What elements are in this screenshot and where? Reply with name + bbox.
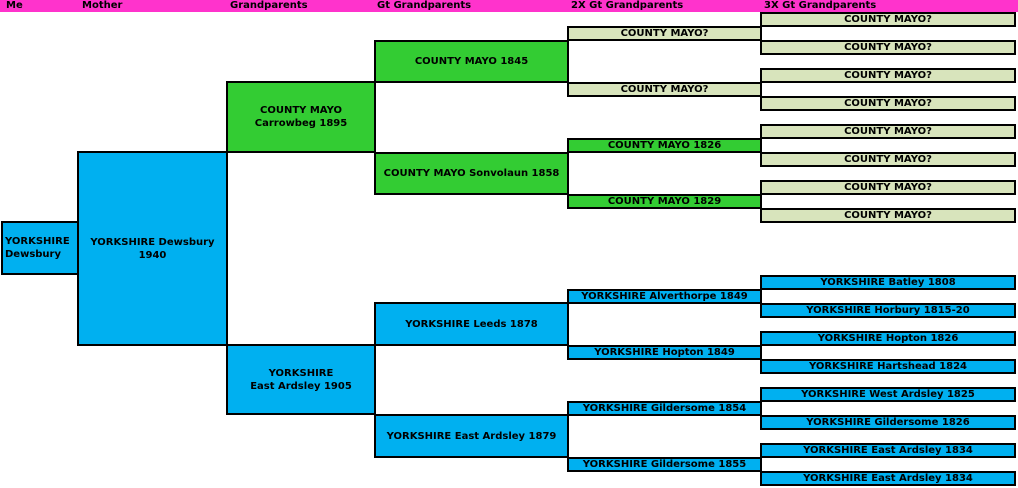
- gt2-grandparent-box: COUNTY MAYO?: [567, 82, 762, 97]
- gt2-grandparent-label: YORKSHIRE Gildersome 1854: [582, 403, 747, 414]
- gt3-grandparent-label: COUNTY MAYO?: [844, 70, 932, 81]
- gt2-grandparent-label: COUNTY MAYO?: [620, 84, 709, 95]
- gt3-grandparent-box: YORKSHIRE West Ardsley 1825: [760, 387, 1016, 402]
- gt3-grandparent-box: YORKSHIRE Hartshead 1824: [760, 359, 1016, 374]
- gt3-grandparent-label: YORKSHIRE East Ardsley 1834: [803, 473, 973, 484]
- gt2-grandparent-label: COUNTY MAYO 1826: [607, 140, 722, 151]
- gt3-grandparent-box: YORKSHIRE East Ardsley 1834: [760, 471, 1016, 486]
- gt3-grandparent-label: YORKSHIRE East Ardsley 1834: [803, 445, 973, 456]
- gt2-grandparent-label: YORKSHIRE Hopton 1849: [594, 347, 735, 358]
- gt3-grandparent-label: YORKSHIRE Hartshead 1824: [808, 361, 968, 372]
- gt3-grandparent-label: COUNTY MAYO?: [844, 126, 932, 137]
- gt-grandparent-label: YORKSHIRE East Ardsley 1879: [386, 430, 557, 442]
- grandparent-label: COUNTY MAYO Carrowbeg 1895: [254, 105, 348, 129]
- header-mother: Mother: [82, 0, 123, 11]
- gt2-grandparent-label: YORKSHIRE Gildersome 1855: [582, 459, 747, 470]
- gt3-grandparent-box: YORKSHIRE Horbury 1815-20: [760, 303, 1016, 318]
- gt-grandparent-box: COUNTY MAYO Sonvolaun 1858: [374, 152, 569, 195]
- gt3-grandparent-label: YORKSHIRE Gildersome 1826: [806, 417, 970, 428]
- gt3-grandparent-label: COUNTY MAYO?: [844, 42, 932, 53]
- gt2-grandparent-box: YORKSHIRE Alverthorpe 1849: [567, 289, 762, 304]
- column-header-bar: Me Mother Grandparents Gt Grandparents 2…: [0, 0, 1018, 12]
- gt2-grandparent-box: COUNTY MAYO?: [567, 26, 762, 41]
- gt2-grandparent-box: YORKSHIRE Hopton 1849: [567, 345, 762, 360]
- gt3-grandparent-box: COUNTY MAYO?: [760, 40, 1016, 55]
- gt3-grandparent-label: YORKSHIRE Horbury 1815-20: [806, 305, 970, 316]
- gt3-grandparent-box: COUNTY MAYO?: [760, 152, 1016, 167]
- gt3-grandparent-box: COUNTY MAYO?: [760, 96, 1016, 111]
- gt-grandparent-box: COUNTY MAYO 1845: [374, 40, 569, 83]
- gt3-grandparent-label: YORKSHIRE Hopton 1826: [817, 333, 959, 344]
- grandparent-label: YORKSHIRE East Ardsley 1905: [250, 367, 352, 392]
- gt2-grandparent-box: COUNTY MAYO 1829: [567, 194, 762, 209]
- person-me-label: YORKSHIRE Dewsbury: [5, 236, 70, 260]
- gt2-grandparent-box: COUNTY MAYO 1826: [567, 138, 762, 153]
- gt3-grandparent-box: COUNTY MAYO?: [760, 68, 1016, 83]
- header-me: Me: [6, 0, 23, 11]
- gt-grandparent-box: YORKSHIRE Leeds 1878: [374, 302, 569, 346]
- gt3-grandparent-label: COUNTY MAYO?: [844, 182, 932, 193]
- person-mother: YORKSHIRE Dewsbury 1940: [77, 151, 228, 346]
- gt3-grandparent-label: COUNTY MAYO?: [844, 98, 932, 109]
- gt2-grandparent-box: YORKSHIRE Gildersome 1855: [567, 457, 762, 472]
- header-3x-gt-grandparents: 3X Gt Grandparents: [764, 0, 877, 11]
- gt-grandparent-label: YORKSHIRE Leeds 1878: [405, 318, 538, 330]
- gt3-grandparent-label: COUNTY MAYO?: [844, 154, 932, 165]
- gt-grandparent-box: YORKSHIRE East Ardsley 1879: [374, 414, 569, 458]
- gt3-grandparent-box: YORKSHIRE Batley 1808: [760, 275, 1016, 290]
- header-gt-grandparents: Gt Grandparents: [377, 0, 472, 11]
- gt3-grandparent-box: COUNTY MAYO?: [760, 12, 1016, 27]
- person-mother-label: YORKSHIRE Dewsbury 1940: [90, 236, 215, 261]
- gt3-grandparent-box: YORKSHIRE Hopton 1826: [760, 331, 1016, 346]
- gt2-grandparent-label: YORKSHIRE Alverthorpe 1849: [581, 291, 748, 302]
- gt3-grandparent-label: COUNTY MAYO?: [844, 210, 932, 221]
- gt3-grandparent-box: YORKSHIRE East Ardsley 1834: [760, 443, 1016, 458]
- header-2x-gt-grandparents: 2X Gt Grandparents: [571, 0, 684, 11]
- gt3-grandparent-box: COUNTY MAYO?: [760, 180, 1016, 195]
- gt2-grandparent-label: COUNTY MAYO?: [620, 28, 709, 39]
- grandparent-box: YORKSHIRE East Ardsley 1905: [226, 344, 376, 415]
- gt-grandparent-label: COUNTY MAYO Sonvolaun 1858: [383, 168, 560, 179]
- grandparent-box: COUNTY MAYO Carrowbeg 1895: [226, 81, 376, 153]
- gt3-grandparent-box: COUNTY MAYO?: [760, 124, 1016, 139]
- person-me: YORKSHIRE Dewsbury: [1, 221, 79, 275]
- header-grandparents: Grandparents: [230, 0, 308, 11]
- gt2-grandparent-label: COUNTY MAYO 1829: [607, 196, 722, 207]
- gt3-grandparent-label: COUNTY MAYO?: [844, 14, 932, 25]
- gt2-grandparent-box: YORKSHIRE Gildersome 1854: [567, 401, 762, 416]
- gt3-grandparent-box: YORKSHIRE Gildersome 1826: [760, 415, 1016, 430]
- gt-grandparent-label: COUNTY MAYO 1845: [414, 56, 529, 67]
- gt3-grandparent-label: YORKSHIRE West Ardsley 1825: [801, 389, 975, 400]
- gt3-grandparent-label: YORKSHIRE Batley 1808: [820, 277, 956, 288]
- gt3-grandparent-box: COUNTY MAYO?: [760, 208, 1016, 223]
